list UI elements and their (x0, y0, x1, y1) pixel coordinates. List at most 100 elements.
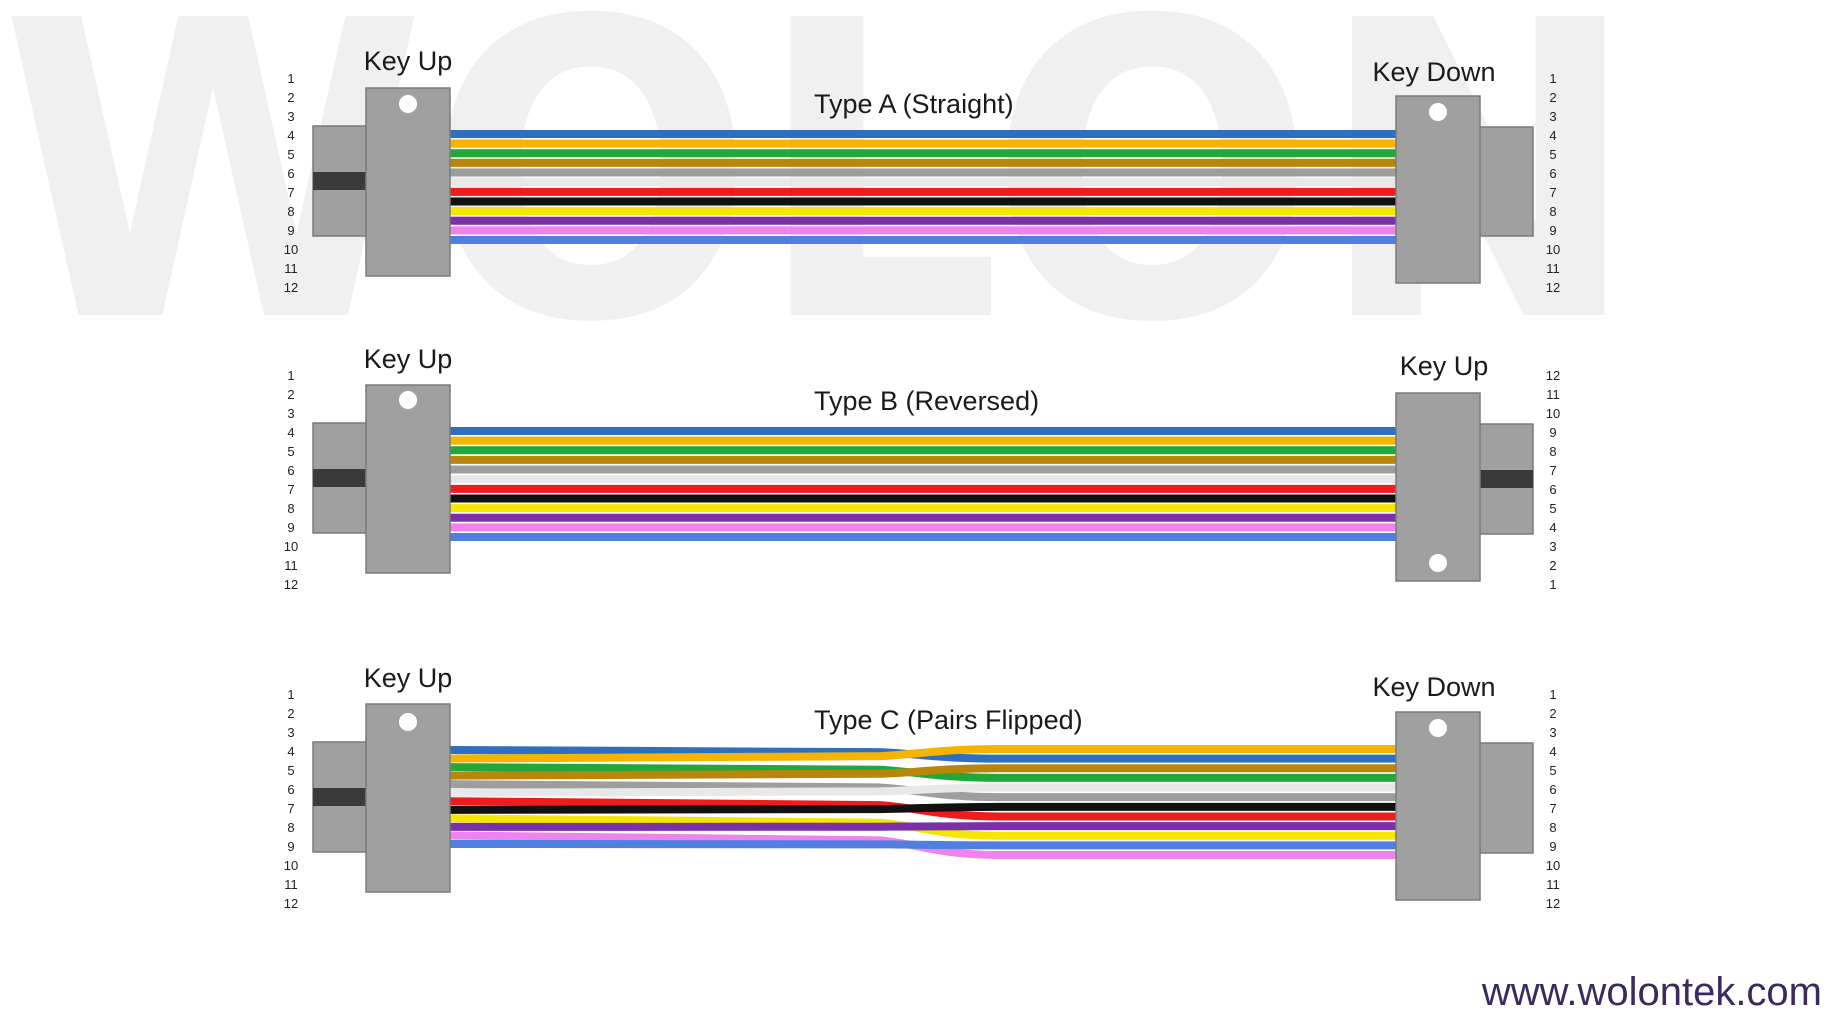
pin-number-left: 1 (287, 687, 294, 702)
pin-number-left: 4 (287, 425, 294, 440)
pin-number-left: 12 (284, 280, 298, 295)
cable-title: Type A (Straight) (814, 89, 1014, 119)
pin-number-left: 10 (284, 242, 298, 257)
connector-slot (1479, 470, 1533, 488)
pin-number-right: 1 (1549, 71, 1556, 86)
pin-number-left: 3 (287, 109, 294, 124)
pin-number-right: 3 (1549, 109, 1556, 124)
pin-number-right: 3 (1549, 725, 1556, 740)
left-connector (312, 703, 451, 893)
pin-number-left: 3 (287, 406, 294, 421)
connector-housing (1395, 392, 1481, 582)
connector-housing (365, 384, 451, 574)
pin-number-right: 6 (1549, 166, 1556, 181)
pin-number-left: 11 (284, 261, 298, 276)
pin-number-right: 11 (1546, 877, 1560, 892)
pin-number-left: 7 (287, 185, 294, 200)
pin-number-right: 12 (1546, 896, 1560, 911)
pin-number-right: 10 (1546, 242, 1560, 257)
left-connector (312, 87, 451, 277)
pin-number-right: 7 (1549, 185, 1556, 200)
pin-number-left: 6 (287, 463, 294, 478)
pin-number-right: 12 (1546, 368, 1560, 383)
pin-number-left: 12 (284, 896, 298, 911)
key-indicator-dot (1429, 554, 1447, 572)
watermark-text: WOLON (0, 0, 1640, 412)
key-indicator-dot (399, 391, 417, 409)
key-indicator-dot (1429, 719, 1447, 737)
pin-number-right: 11 (1546, 261, 1560, 276)
fiber-strand (449, 822, 1396, 831)
left-key-label: Key Up (364, 663, 453, 693)
right-key-label: Key Down (1372, 672, 1495, 702)
connector-slot (313, 172, 367, 190)
pin-number-left: 8 (287, 501, 294, 516)
connector-housing (1395, 711, 1481, 901)
pin-number-right: 7 (1549, 801, 1556, 816)
pin-number-right: 6 (1549, 482, 1556, 497)
pin-number-left: 5 (287, 444, 294, 459)
pin-number-left: 2 (287, 387, 294, 402)
pin-number-left: 8 (287, 820, 294, 835)
pin-number-left: 4 (287, 128, 294, 143)
pin-number-right: 9 (1549, 425, 1556, 440)
pin-number-right: 5 (1549, 147, 1556, 162)
pin-number-left: 7 (287, 482, 294, 497)
pin-number-left: 11 (284, 558, 298, 573)
pin-number-right: 11 (1546, 387, 1560, 402)
pin-number-right: 4 (1549, 744, 1556, 759)
pin-number-left: 12 (284, 577, 298, 592)
left-key-label: Key Up (364, 46, 453, 76)
pin-number-right: 7 (1549, 463, 1556, 478)
right-connector (1395, 711, 1534, 901)
pin-number-right: 9 (1549, 839, 1556, 854)
pin-number-right: 5 (1549, 501, 1556, 516)
right-connector (1395, 392, 1534, 582)
key-indicator-dot (399, 713, 417, 731)
pin-number-left: 11 (284, 877, 298, 892)
key-indicator-dot (399, 95, 417, 113)
left-connector (312, 384, 451, 574)
fiber-ribbon (450, 130, 1396, 244)
connector-housing (365, 703, 451, 893)
website-url[interactable]: www.wolontek.com (1481, 970, 1822, 1014)
pin-number-left: 6 (287, 782, 294, 797)
cable-title: Type B (Reversed) (814, 386, 1039, 416)
pin-number-right: 2 (1549, 558, 1556, 573)
pin-number-left: 5 (287, 763, 294, 778)
pin-number-right: 4 (1549, 128, 1556, 143)
pin-number-left: 2 (287, 90, 294, 105)
pin-number-left: 4 (287, 744, 294, 759)
fiber-ribbon (449, 745, 1396, 859)
fiber-strand (449, 783, 1396, 797)
right-connector (1395, 95, 1534, 284)
pin-number-left: 1 (287, 71, 294, 86)
pin-number-right: 12 (1546, 280, 1560, 295)
pin-number-left: 10 (284, 539, 298, 554)
pin-number-left: 9 (287, 520, 294, 535)
pin-number-left: 10 (284, 858, 298, 873)
pin-number-right: 10 (1546, 858, 1560, 873)
pin-number-right: 5 (1549, 763, 1556, 778)
pin-number-right: 8 (1549, 820, 1556, 835)
key-indicator-dot (1429, 103, 1447, 121)
pin-number-left: 6 (287, 166, 294, 181)
fiber-strand (449, 840, 1396, 850)
pin-number-left: 1 (287, 368, 294, 383)
connector-slot (313, 469, 367, 487)
connector-slot (313, 788, 367, 806)
connector-housing (1395, 95, 1481, 284)
pin-number-left: 7 (287, 801, 294, 816)
pin-number-right: 2 (1549, 90, 1556, 105)
pin-number-left: 9 (287, 839, 294, 854)
